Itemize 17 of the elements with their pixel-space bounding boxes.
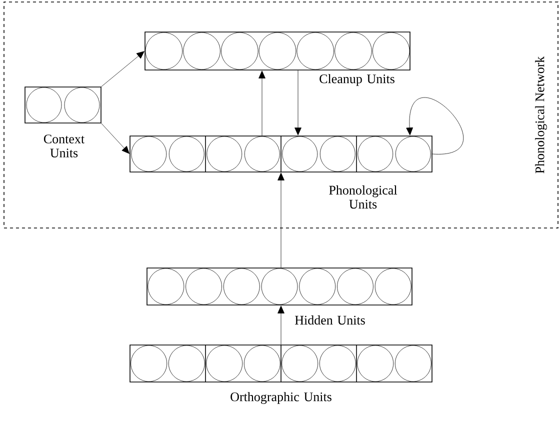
unit-layer: Context Units <box>24 86 102 158</box>
node-label: Phonological Units <box>329 185 398 209</box>
arrow <box>406 97 464 154</box>
node-label: Hidden Units <box>294 315 365 325</box>
arrow <box>101 51 144 87</box>
unit-layer: Cleanup Units <box>144 32 410 86</box>
unit-layer: Orthographic Units <box>130 344 432 404</box>
node-label: Orthographic Units <box>230 392 332 404</box>
unit-layer: Hidden Units <box>146 268 412 325</box>
node-label: Context Units <box>44 134 85 158</box>
arrow <box>278 172 284 268</box>
arrow <box>258 70 266 136</box>
unit-layer: Phonological Units <box>130 136 432 209</box>
node-label: Cleanup Units <box>320 74 394 86</box>
arrow <box>278 306 284 345</box>
arrow <box>101 123 130 154</box>
arrow <box>294 70 302 136</box>
